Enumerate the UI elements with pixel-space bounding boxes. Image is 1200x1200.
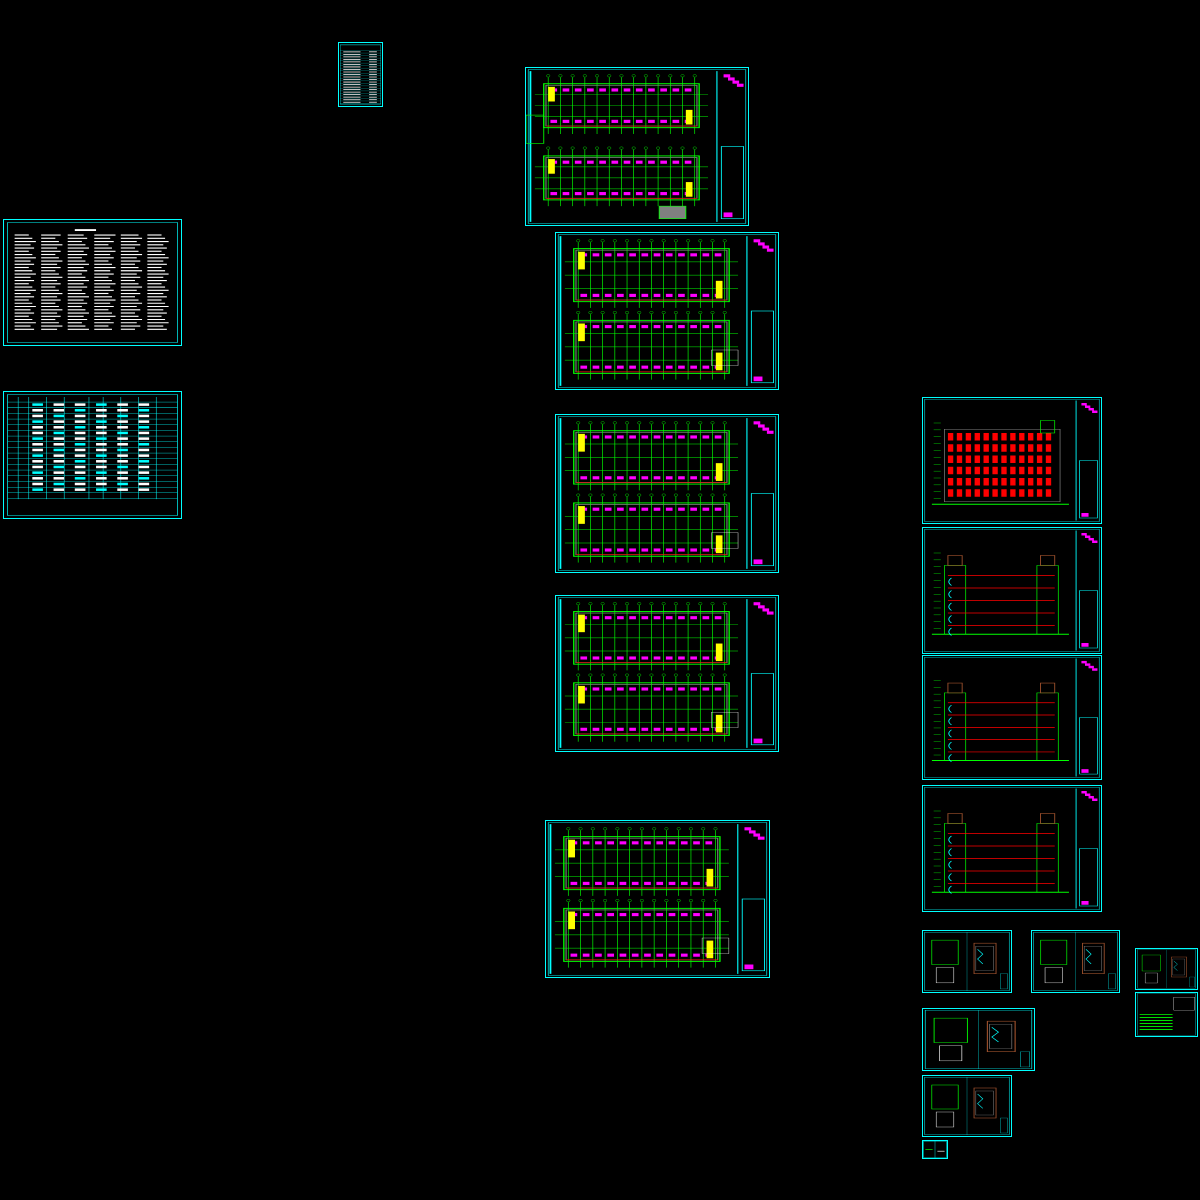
sheet-drawing-notes xyxy=(1137,993,1196,1036)
sheet-drawing-section xyxy=(924,787,1100,910)
drawing-sheet-notes[interactable] xyxy=(1135,992,1198,1037)
drawing-sheet-plan[interactable] xyxy=(555,232,779,390)
sheet-drawing-detail xyxy=(924,932,1010,991)
sheet-drawing-table2 xyxy=(7,394,178,516)
sheet-drawing-table xyxy=(340,44,381,105)
drawing-sheet-site[interactable] xyxy=(525,67,749,226)
sheet-drawing-section xyxy=(924,657,1100,778)
sheet-drawing-plan xyxy=(557,597,777,750)
drawing-sheet-section[interactable] xyxy=(922,785,1102,912)
sheet-drawing-plan xyxy=(557,234,777,388)
sheet-drawing-site xyxy=(526,69,747,224)
drawing-sheet-text[interactable] xyxy=(3,219,182,346)
sheet-drawing-plan xyxy=(557,416,777,571)
drawing-sheet-detail[interactable] xyxy=(1031,930,1120,993)
sheet-drawing-elev xyxy=(924,399,1100,522)
sheet-drawing-small xyxy=(923,1141,947,1158)
sheet-drawing-text xyxy=(7,222,178,343)
drawing-sheet-detail[interactable] xyxy=(1135,948,1198,990)
drawing-sheet-section[interactable] xyxy=(922,655,1102,780)
sheet-drawing-section xyxy=(924,529,1100,652)
drawing-sheet-plan[interactable] xyxy=(545,820,770,978)
drawing-sheet-table2[interactable] xyxy=(3,391,182,519)
sheet-drawing-detail xyxy=(1137,949,1196,989)
drawing-sheet-small[interactable] xyxy=(922,1140,948,1159)
sheet-drawing-detail xyxy=(924,1010,1033,1069)
drawing-sheet-detail[interactable] xyxy=(922,930,1012,993)
drawing-sheet-section[interactable] xyxy=(922,527,1102,654)
sheet-drawing-plan xyxy=(547,822,768,976)
sheet-drawing-detail xyxy=(1033,932,1118,991)
drawing-sheet-detail[interactable] xyxy=(922,1008,1035,1071)
drawing-sheet-plan[interactable] xyxy=(555,595,779,752)
sheet-drawing-detail xyxy=(924,1077,1010,1135)
drawing-sheet-detail[interactable] xyxy=(922,1075,1012,1137)
drawing-sheet-table[interactable] xyxy=(338,42,383,107)
drawing-sheet-elev[interactable] xyxy=(922,397,1102,524)
drawing-sheet-plan[interactable] xyxy=(555,414,779,573)
